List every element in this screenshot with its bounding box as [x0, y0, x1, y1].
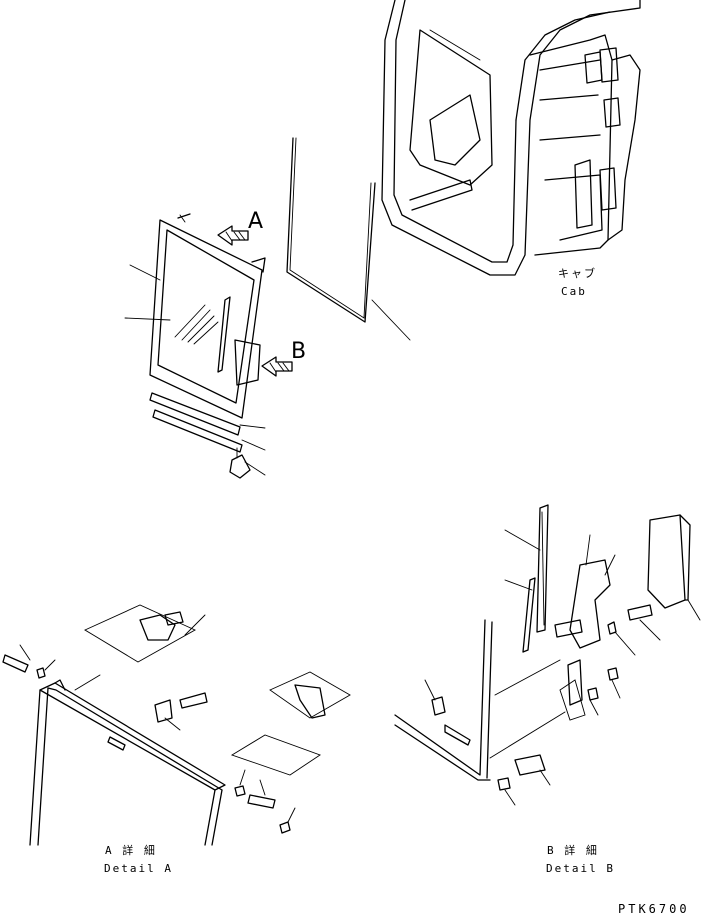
cab-label-en: Cab — [561, 285, 587, 298]
detail-b-label-en: Detail B — [546, 862, 615, 875]
detail-b-illustration — [394, 504, 701, 806]
cab-label-jp: キャブ — [558, 266, 597, 280]
arrow-b-label: B — [291, 339, 306, 364]
front-window-assembly — [124, 213, 266, 479]
view-arrow-b — [261, 356, 293, 377]
drawing-code: PTK6700 — [618, 902, 690, 916]
view-arrow-a — [217, 225, 249, 246]
detail-b-label-jp: B 詳 細 — [547, 843, 599, 857]
detail-a-label-en: Detail A — [104, 862, 173, 875]
cab-illustration — [381, 0, 641, 276]
detail-a-label-jp: A 詳 細 — [105, 843, 157, 857]
window-seal — [286, 137, 411, 341]
arrow-a-label: A — [248, 209, 263, 234]
detail-a-illustration — [2, 604, 351, 846]
